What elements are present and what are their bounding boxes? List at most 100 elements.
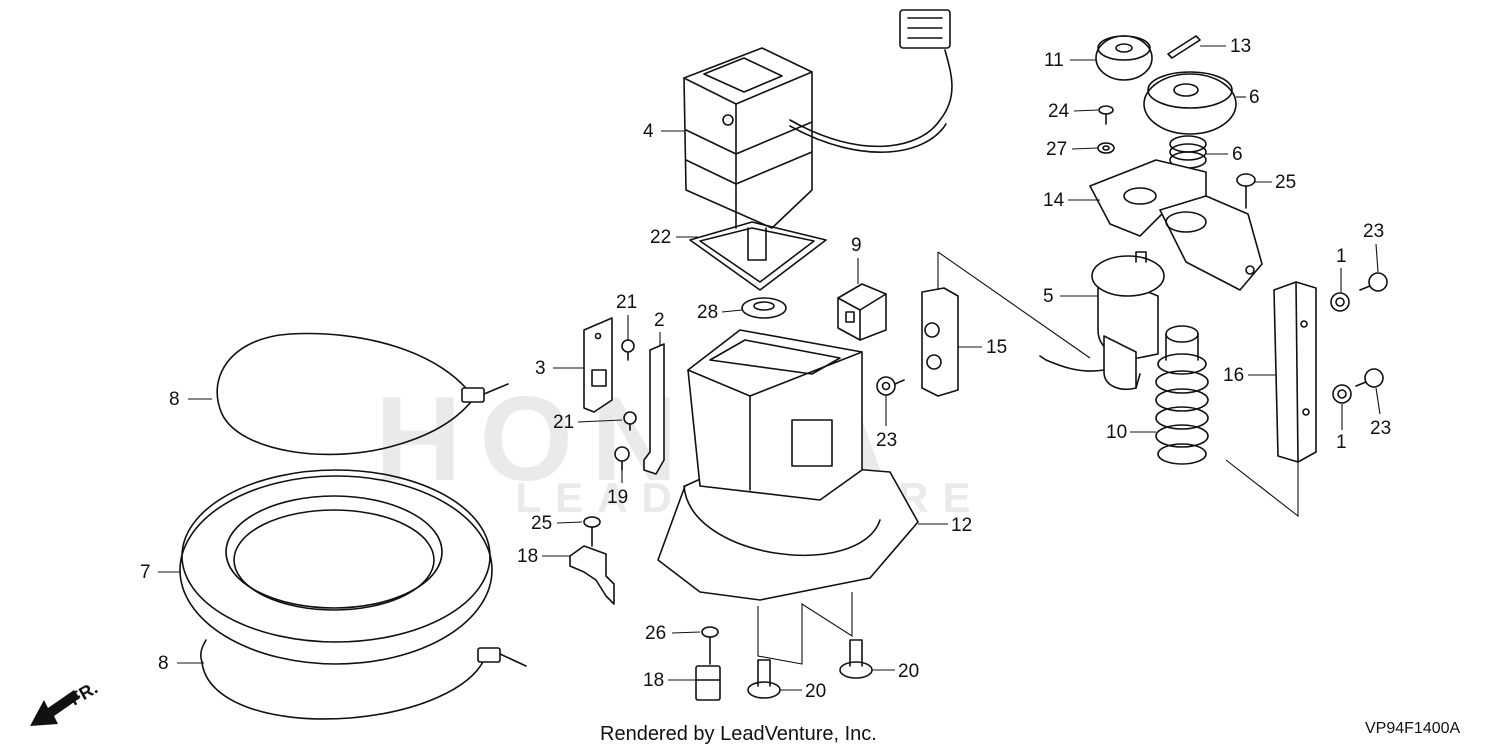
callout-24[interactable]: 24 xyxy=(1048,101,1099,122)
part-3-pcb-bracket[interactable] xyxy=(583,317,613,413)
callout-label: 5 xyxy=(1043,286,1054,307)
callout-21-lower[interactable]: 21 xyxy=(553,412,623,433)
callout-13[interactable]: 12 xyxy=(918,515,972,536)
callout-15[interactable]: 14 xyxy=(1043,190,1100,211)
part-20-bolt-left[interactable] xyxy=(747,659,781,699)
part-25-screw-upper[interactable] xyxy=(583,516,601,547)
callout-27[interactable]: 27 xyxy=(1046,139,1099,160)
callout-label: 23 xyxy=(1370,418,1391,439)
callout-6[interactable]: 6 xyxy=(1206,144,1243,165)
callout-18-upper[interactable]: 18 xyxy=(517,546,570,567)
callout-5[interactable]: 5 xyxy=(1043,286,1098,307)
part-23-bolt-upper-right[interactable] xyxy=(1359,272,1388,292)
part-9-connector[interactable] xyxy=(837,283,887,341)
part-11-worm-shaft[interactable] xyxy=(1155,325,1209,465)
front-direction-label: FR. xyxy=(66,678,101,710)
callout-label: 15 xyxy=(986,337,1007,358)
callout-16[interactable]: 15 xyxy=(958,337,1007,358)
part-1-bushing-upper[interactable] xyxy=(1330,292,1350,312)
callout-28[interactable]: 28 xyxy=(697,302,743,323)
part-26-screw[interactable] xyxy=(1236,173,1256,209)
callout-label: 1 xyxy=(1336,246,1347,267)
callout-label: 7 xyxy=(140,562,151,583)
assembly-guide-lines xyxy=(757,251,1299,665)
part-25-screw-lower[interactable] xyxy=(701,626,719,665)
part-28-seal[interactable] xyxy=(741,297,787,319)
callout-label: 1 xyxy=(1336,432,1347,453)
callout-label: 19 xyxy=(607,487,628,508)
credit-text: Rendered by LeadVenture, Inc. xyxy=(600,723,877,745)
part-15-bracket[interactable] xyxy=(1089,159,1263,291)
part-13-tray[interactable] xyxy=(657,329,919,601)
callout-20-left[interactable]: 20 xyxy=(780,681,826,702)
part-14-pin[interactable] xyxy=(1167,35,1201,59)
callout-label: 20 xyxy=(805,681,826,702)
callout-25-upper[interactable]: 25 xyxy=(531,513,583,534)
part-5-motor[interactable] xyxy=(1091,251,1165,390)
part-20-bolt-right[interactable] xyxy=(839,639,873,679)
callout-label: 23 xyxy=(1363,221,1384,242)
callout-7[interactable]: 7 xyxy=(140,562,180,583)
callout-22[interactable]: 22 xyxy=(650,227,698,248)
callout-label: 21 xyxy=(553,412,574,433)
callout-label: 9 xyxy=(851,235,862,256)
part-10-gear-large[interactable] xyxy=(1143,71,1237,135)
callout-26[interactable]: 25 xyxy=(1255,172,1296,193)
callout-label: 16 xyxy=(1223,365,1244,386)
callout-label: 8 xyxy=(158,653,169,674)
callout-25-lower[interactable]: 26 xyxy=(645,623,701,644)
part-1-bushing-lower[interactable] xyxy=(1332,384,1352,404)
callout-3[interactable]: 3 xyxy=(535,358,584,379)
part-18-clip-lower[interactable] xyxy=(695,665,721,701)
callout-23-center[interactable]: 23 xyxy=(876,395,897,451)
callout-label: 6 xyxy=(1249,87,1260,108)
callout-8-lower[interactable]: 8 xyxy=(158,653,204,674)
part-19-screw[interactable] xyxy=(614,446,630,471)
callout-21-upper[interactable]: 21 xyxy=(616,292,637,340)
callout-2[interactable]: 2 xyxy=(654,310,665,346)
callout-label: 26 xyxy=(645,623,666,644)
callout-8-upper[interactable]: 8 xyxy=(169,389,212,410)
callout-1-upper[interactable]: 1 xyxy=(1336,246,1347,292)
callout-label: 4 xyxy=(643,121,654,142)
part-2-comb-plate[interactable] xyxy=(643,343,665,475)
part-21-screw-lower[interactable] xyxy=(623,411,637,431)
callout-12[interactable]: 11 xyxy=(1044,50,1096,71)
part-4-motor-housing[interactable] xyxy=(683,47,813,261)
callout-11[interactable]: 10 xyxy=(1106,422,1156,443)
part-17-rail[interactable] xyxy=(1273,281,1317,463)
callout-label: 10 xyxy=(1106,422,1127,443)
callout-19[interactable]: 19 xyxy=(607,470,628,508)
callout-9[interactable]: 9 xyxy=(851,235,862,284)
part-22-gasket[interactable] xyxy=(689,221,827,291)
callout-17[interactable]: 16 xyxy=(1223,365,1276,386)
part-8-band-lower[interactable] xyxy=(200,639,527,720)
callout-18-lower[interactable]: 18 xyxy=(643,670,696,691)
callout-label: 12 xyxy=(951,515,972,536)
part-18-clip-upper[interactable] xyxy=(569,545,615,605)
callout-label: 14 xyxy=(1043,190,1065,211)
part-12-gear-small[interactable] xyxy=(1095,35,1153,81)
callout-20-right[interactable]: 20 xyxy=(872,661,919,682)
part-7-ring[interactable] xyxy=(179,469,493,665)
callout-1-lower[interactable]: 1 xyxy=(1336,404,1347,453)
callout-label: 22 xyxy=(650,227,671,248)
part-16-mount-block[interactable] xyxy=(921,287,959,397)
callout-23-lower-right[interactable]: 23 xyxy=(1370,387,1391,439)
callout-label: 18 xyxy=(643,670,664,691)
callout-14[interactable]: 13 xyxy=(1200,36,1251,57)
part-24-screw[interactable] xyxy=(1098,105,1114,125)
callout-label: 11 xyxy=(1044,50,1064,71)
callout-label: 21 xyxy=(616,292,637,313)
part-21-screw-upper[interactable] xyxy=(621,339,635,361)
part-8-band-upper[interactable] xyxy=(216,332,509,456)
part-6-spring[interactable] xyxy=(1169,135,1207,169)
callout-label: 6 xyxy=(1232,144,1243,165)
callout-10[interactable]: 6 xyxy=(1236,87,1260,108)
callout-23-upper-right[interactable]: 23 xyxy=(1363,221,1384,273)
callout-4[interactable]: 4 xyxy=(643,121,684,142)
part-23-bolt-lower-right[interactable] xyxy=(1355,368,1384,388)
callout-label: 20 xyxy=(898,661,919,682)
part-27-washer[interactable] xyxy=(1097,142,1115,154)
